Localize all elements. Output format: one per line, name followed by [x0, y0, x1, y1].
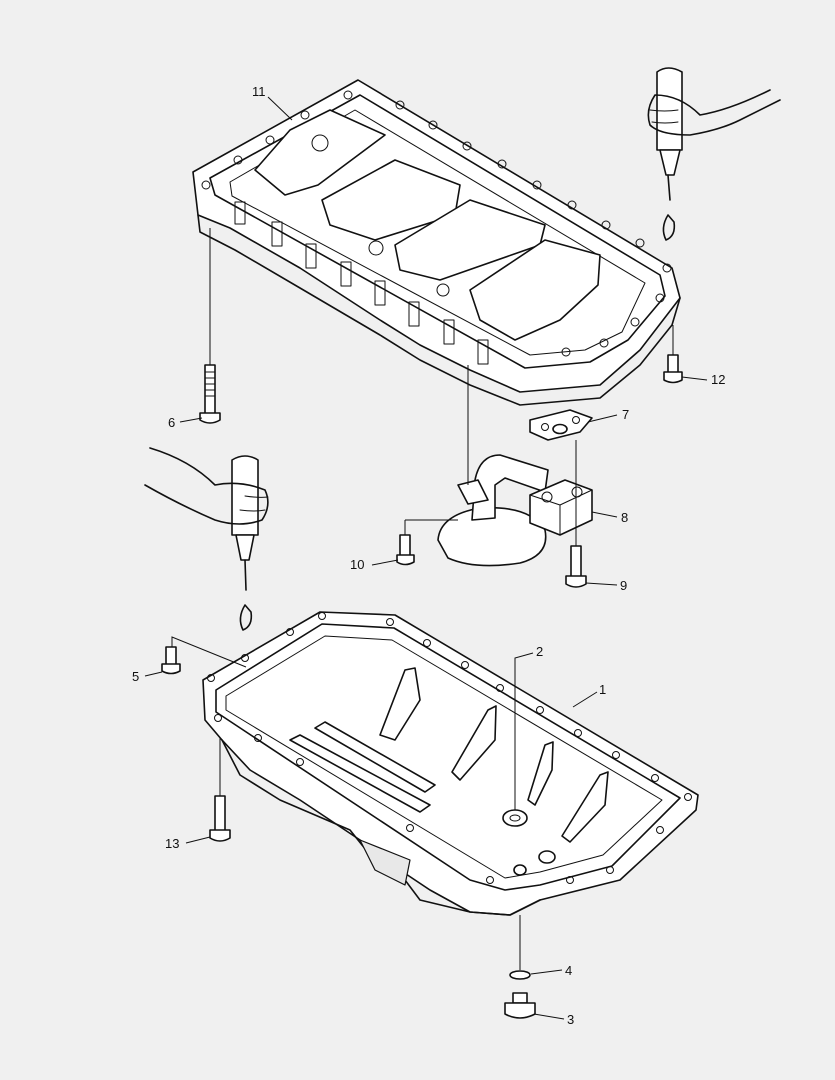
bolt-9 — [565, 545, 587, 588]
callout-12: 12 — [711, 372, 725, 387]
callout-13: 13 — [165, 836, 179, 851]
bolt-5 — [161, 646, 181, 675]
lower-oil-pan — [202, 611, 699, 916]
gasket — [529, 409, 593, 441]
bolt-12 — [663, 354, 683, 384]
callout-8: 8 — [621, 510, 628, 525]
callout-10: 10 — [350, 557, 364, 572]
callout-7: 7 — [622, 407, 629, 422]
callout-1: 1 — [599, 682, 606, 697]
oil-pickup-strainer — [437, 454, 549, 567]
bolt-6 — [199, 364, 221, 424]
callout-9: 9 — [620, 578, 627, 593]
sealant-applicator-top — [647, 67, 781, 241]
sealing-washer — [509, 970, 531, 980]
callout-2: 2 — [536, 644, 543, 659]
leader-lines — [144, 96, 708, 1020]
callout-labels: 1 2 3 4 5 6 7 8 9 10 11 12 13 — [132, 84, 725, 1027]
drain-plug — [504, 992, 536, 1019]
callout-4: 4 — [565, 963, 572, 978]
upper-oil-pan — [192, 79, 681, 406]
callout-5: 5 — [132, 669, 139, 684]
callout-11: 11 — [252, 84, 266, 99]
callout-6: 6 — [168, 415, 175, 430]
bolt-10 — [396, 534, 415, 566]
sealant-applicator-left — [144, 447, 269, 631]
bolt-13 — [209, 795, 231, 842]
callout-3: 3 — [567, 1012, 574, 1027]
